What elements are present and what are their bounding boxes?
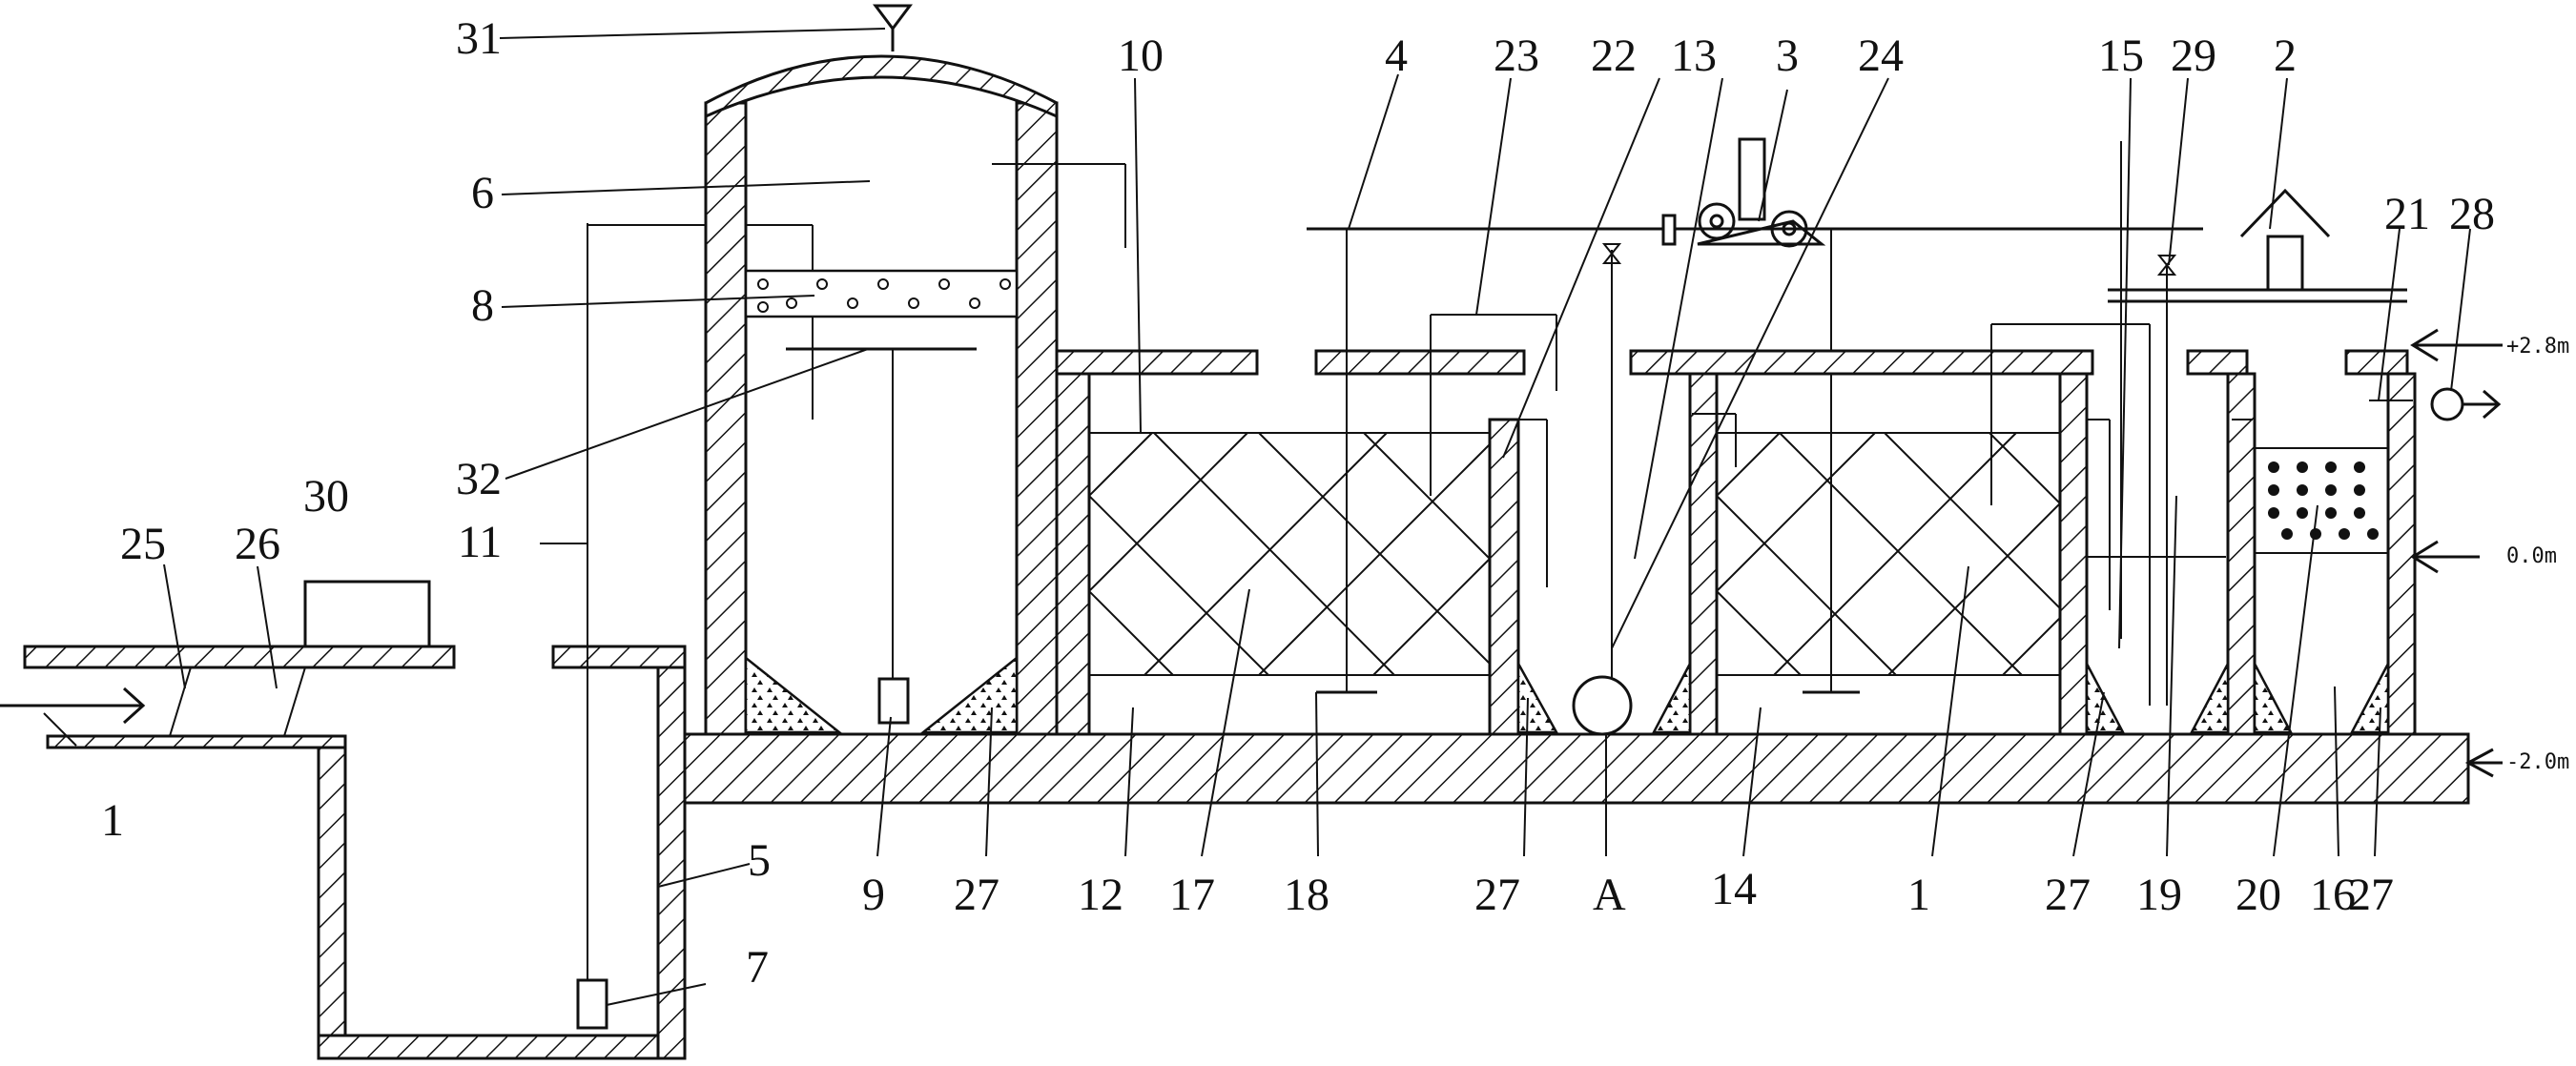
ground-slab (683, 732, 2470, 805)
pipe-11 (587, 224, 814, 420)
leader-lines (43, 28, 2471, 1006)
label-30: 30 (303, 471, 349, 522)
label-13: 13 (1671, 31, 1717, 81)
air-main-4 (1307, 137, 2203, 692)
blower-3 (1661, 137, 1826, 248)
label-4: 4 (1385, 31, 1408, 81)
label-7: 7 (746, 942, 769, 993)
label-19: 19 (2136, 870, 2182, 920)
label-22: 22 (1591, 31, 1637, 81)
label-32: 32 (456, 454, 502, 504)
label-11: 11 (458, 517, 502, 567)
pump-7 (576, 978, 608, 1030)
label-27-b: 27 (1474, 870, 1520, 920)
filter-layer-8 (744, 269, 1019, 318)
label-20: 20 (2236, 870, 2281, 920)
label-27-d: 27 (2348, 870, 2394, 920)
filter-beads (757, 278, 1011, 313)
media-1 (1716, 432, 2061, 676)
label-31: 31 (456, 13, 502, 64)
label-21: 21 (2384, 189, 2430, 239)
level-bottom: -2.0m (2506, 750, 2569, 774)
label-1-left: 1 (101, 795, 124, 846)
box-30 (303, 580, 431, 648)
level-zero: 0.0m (2506, 544, 2557, 568)
label-24: 24 (1858, 31, 1904, 81)
label-A: A (1593, 870, 1626, 920)
sump-pit-5 (317, 223, 687, 1060)
label-27-c: 27 (2045, 870, 2091, 920)
pump-9 (877, 677, 910, 725)
label-6: 6 (471, 168, 494, 218)
level-top: +2.8m (2506, 335, 2569, 359)
label-3: 3 (1776, 31, 1799, 81)
tank-16 (2087, 349, 2502, 736)
inlet-channel (0, 580, 456, 749)
label-29: 29 (2171, 31, 2216, 81)
label-14: 14 (1711, 864, 1757, 914)
label-16: 16 (2310, 870, 2356, 920)
label-26: 26 (235, 519, 280, 569)
valve-31 (873, 4, 913, 51)
label-18: 18 (1284, 870, 1329, 920)
label-23: 23 (1494, 31, 1539, 81)
label-1-right: 1 (1907, 870, 1930, 920)
vent-2 (2239, 188, 2331, 292)
contact-tank-12 (1055, 229, 1559, 736)
label-10: 10 (1118, 31, 1164, 81)
label-9: 9 (862, 870, 885, 920)
label-17: 17 (1169, 870, 1215, 920)
pipe-A (1572, 243, 1633, 736)
media-20 (2268, 461, 2379, 540)
contact-tank-14 (1629, 323, 2150, 736)
label-8: 8 (471, 280, 494, 331)
label-15: 15 (2098, 31, 2144, 81)
level-markers: +2.8m 0.0m -2.0m (2410, 328, 2569, 778)
label-2: 2 (2274, 31, 2297, 81)
label-27-a: 27 (954, 870, 999, 920)
label-12: 12 (1078, 870, 1123, 920)
label-25: 25 (120, 519, 166, 569)
label-28: 28 (2449, 189, 2495, 239)
dome-tank-6 (704, 54, 1126, 772)
label-5: 5 (748, 835, 771, 886)
part-labels: 31 6 8 32 11 30 25 26 1 5 7 9 27 10 4 23… (101, 13, 2495, 993)
